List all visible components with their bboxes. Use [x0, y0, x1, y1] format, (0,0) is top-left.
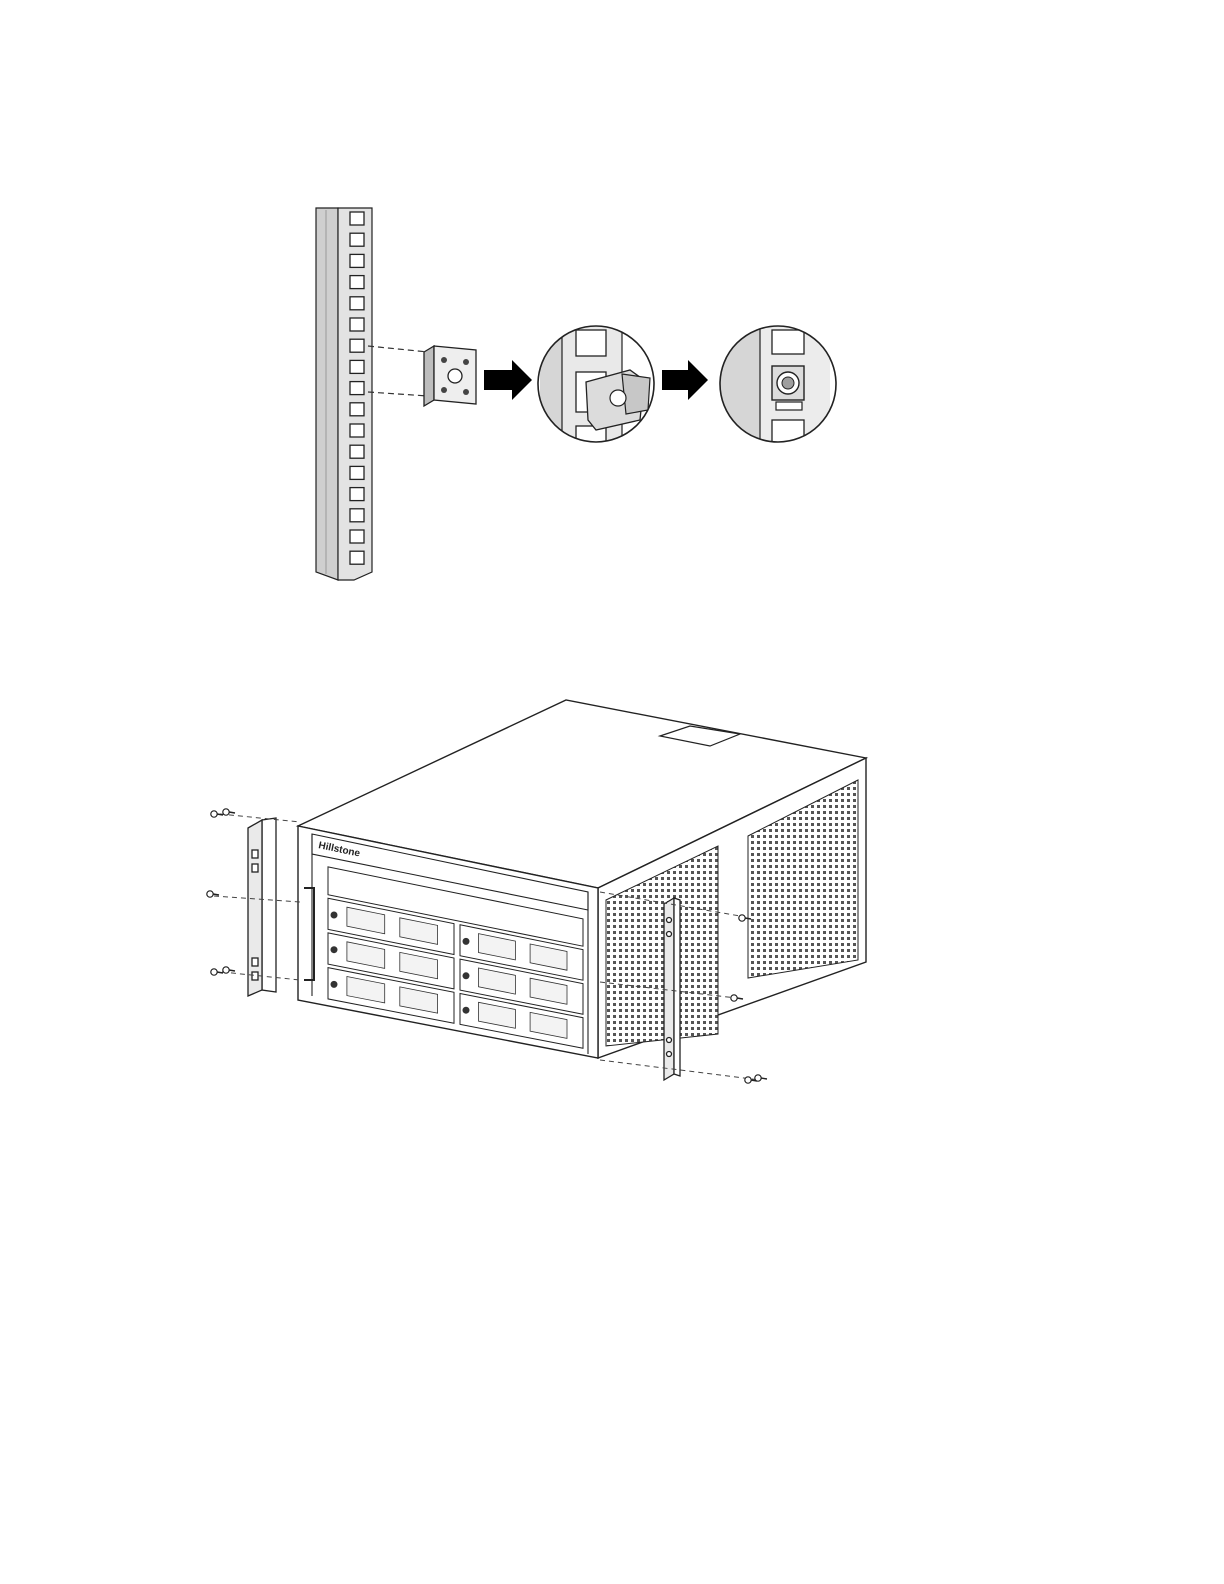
screw-icon [755, 1075, 767, 1081]
thumbscrew [463, 1007, 470, 1014]
thumbscrew [331, 981, 338, 988]
thumbscrew [463, 972, 470, 979]
screw-icon [211, 811, 223, 817]
thumbscrew [463, 938, 470, 945]
screw-icon [211, 969, 223, 975]
thumbscrew [331, 946, 338, 953]
thumbscrew [331, 912, 338, 919]
mounting-bracket-right [664, 898, 680, 1080]
screw-icon [223, 967, 235, 973]
screw-icon [223, 809, 235, 815]
